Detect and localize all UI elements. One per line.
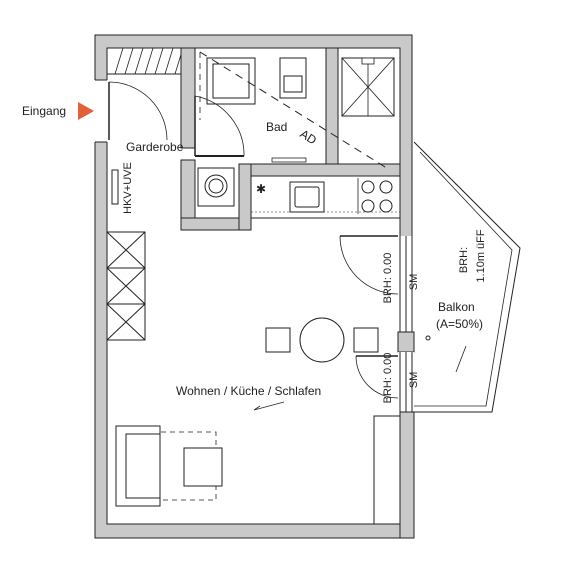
balcony-label: Balkon bbox=[438, 300, 475, 314]
balcony-area-label: (A=50%) bbox=[436, 317, 484, 331]
pillar bbox=[397, 331, 415, 353]
storage-cabinets bbox=[106, 231, 146, 341]
fridge-symbol: ✱ bbox=[256, 182, 266, 196]
brh-balcony-label-2: 1.10m üFF bbox=[475, 229, 487, 283]
bath-wall-right bbox=[325, 47, 339, 167]
bath-wall-left bbox=[180, 47, 196, 149]
living-label: Wohnen / Küche / Schlafen bbox=[176, 384, 322, 398]
bath-label: Bad bbox=[266, 120, 288, 134]
sm-upper-label: SM bbox=[408, 273, 420, 291]
entrance-opening bbox=[93, 80, 109, 142]
balcony-railing bbox=[413, 141, 521, 413]
brh-lower-label: BRH: 0.00 bbox=[382, 352, 394, 404]
kitchen-counter bbox=[250, 175, 401, 219]
bath-wall-bottom bbox=[243, 163, 401, 177]
brh-upper-label: BRH: 0.00 bbox=[382, 252, 394, 304]
chair bbox=[265, 327, 291, 353]
stove-burner bbox=[361, 180, 375, 194]
balcony-door-upper-swing bbox=[339, 235, 399, 295]
ad-line bbox=[199, 51, 391, 171]
wardrobe-shelf bbox=[106, 47, 194, 75]
dining-table bbox=[299, 317, 345, 363]
brh-balcony-label-1: BRH: bbox=[458, 246, 470, 274]
kitchen-sink bbox=[289, 181, 325, 213]
sofa bbox=[115, 425, 161, 507]
armchair bbox=[183, 447, 223, 487]
toilet bbox=[279, 57, 307, 99]
direction-arrow bbox=[253, 401, 285, 411]
bathtub bbox=[206, 57, 256, 105]
entrance-label: Eingang bbox=[22, 104, 67, 118]
sm-lower-label: SM bbox=[408, 371, 420, 389]
hkv-label: HKV+UVE bbox=[122, 162, 134, 214]
wardrobe-label: Garderobe bbox=[126, 140, 184, 154]
entrance-arrow-icon bbox=[78, 102, 94, 120]
balcony-arrow bbox=[455, 345, 467, 373]
chair bbox=[353, 327, 379, 353]
hkv-element bbox=[111, 169, 119, 205]
balcony-drain bbox=[425, 335, 431, 341]
balcony-door-lower-swing bbox=[355, 355, 399, 399]
bath-wall-lower-right bbox=[238, 163, 252, 231]
bath-door-swing bbox=[194, 95, 245, 157]
washing-machine bbox=[197, 167, 235, 207]
entrance-door-swing bbox=[108, 81, 168, 141]
wall-column bbox=[373, 415, 401, 525]
